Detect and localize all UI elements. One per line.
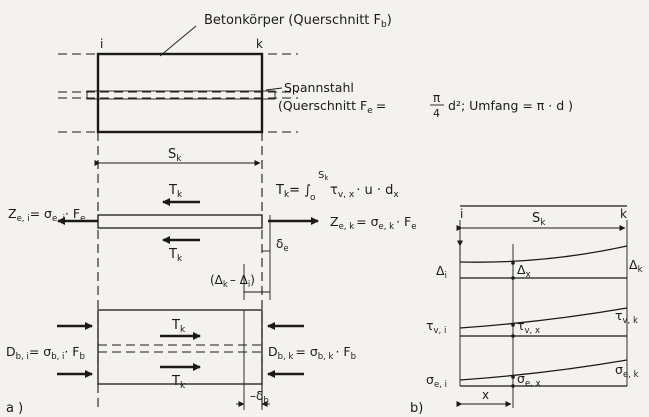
rb-sigma-k-label: σe, k (615, 362, 639, 380)
concrete-lower-rect (97, 309, 263, 385)
rb-tau-x-label: τv, x (517, 318, 540, 336)
pi-over-four-fraction: π 4 (430, 91, 444, 120)
concrete-body-rect (96, 52, 264, 134)
tk-label-concrete-lower: Tk (171, 374, 186, 391)
part-a-label: a ) (6, 401, 23, 416)
z-ei-label: Ze, i= σe, i· Fe (8, 206, 85, 224)
z-ek-label: Ze, k= σe, k· Fe (330, 214, 416, 232)
rb-delta-x-label: Δx (517, 262, 531, 280)
rb-sigma-x-label: σe, x (517, 371, 541, 389)
svg-text:Sk: Sk (318, 170, 329, 182)
rb-delta-curve (459, 245, 628, 263)
d-bk-label: Db, k= σb, k· Fb (268, 344, 356, 362)
d-bi-label: Db, i= σb, i· Fb (6, 344, 85, 362)
node-i-label-top: i (100, 37, 103, 51)
steel-strip (86, 90, 276, 100)
svg-text:4: 4 (433, 107, 440, 120)
rb-node-i-label: i (460, 207, 463, 221)
part-b-diagram (456, 205, 628, 408)
rb-sigma-curve (459, 359, 628, 381)
delta-b-label: –δb (250, 389, 269, 406)
rb-node-k-label: k (620, 207, 627, 221)
tk-integral-formula: Tk= ∫ Sk o τv, x· u · dx (275, 170, 399, 203)
steel-bar-rect (97, 214, 263, 229)
querschnitt-rest: d²; Umfang = π · d ) (448, 98, 573, 113)
spannstahl-leader (265, 87, 283, 91)
spannstahl-label: Spannstahl (284, 80, 354, 95)
delta-diff-label: (Δk– Δi) (210, 273, 255, 290)
tk-label-concrete-upper: Tk (171, 318, 186, 335)
querschnitt-label: (Querschnitt Fe= (278, 98, 386, 116)
betonkoerper-leader (159, 25, 197, 57)
rb-tau-curve (459, 307, 628, 329)
svg-text:π: π (433, 91, 440, 105)
sk-label: Sk (168, 147, 182, 164)
rb-x-label: x (482, 388, 489, 402)
delta-e-label: δe (276, 237, 289, 254)
tk-label-upper: Tk (168, 183, 183, 200)
rb-delta-i-label: Δi (436, 263, 447, 281)
part-b-label: b) (410, 401, 423, 416)
concrete-free-body (57, 309, 304, 410)
svg-text:Tk= ∫: Tk= ∫ (275, 183, 311, 200)
tk-label-lower: Tk (168, 247, 183, 264)
rb-sk-label: Sk (532, 211, 546, 228)
rb-tau-i-label: τv, i (426, 318, 446, 336)
svg-text:o: o (310, 193, 316, 203)
rb-tau-k-label: τv, k (615, 308, 638, 326)
betonkoerper-label: Betonkörper (Querschnitt Fb) (204, 13, 392, 30)
sk-dimension: Sk (94, 147, 261, 166)
steel-free-body (57, 198, 319, 300)
svg-text:τv, x· u · dx: τv, x· u · dx (330, 183, 399, 200)
rb-delta-k-label: Δk (629, 257, 643, 275)
rb-sigma-i-label: σe, i (426, 372, 447, 390)
node-k-label-top: k (256, 37, 263, 51)
